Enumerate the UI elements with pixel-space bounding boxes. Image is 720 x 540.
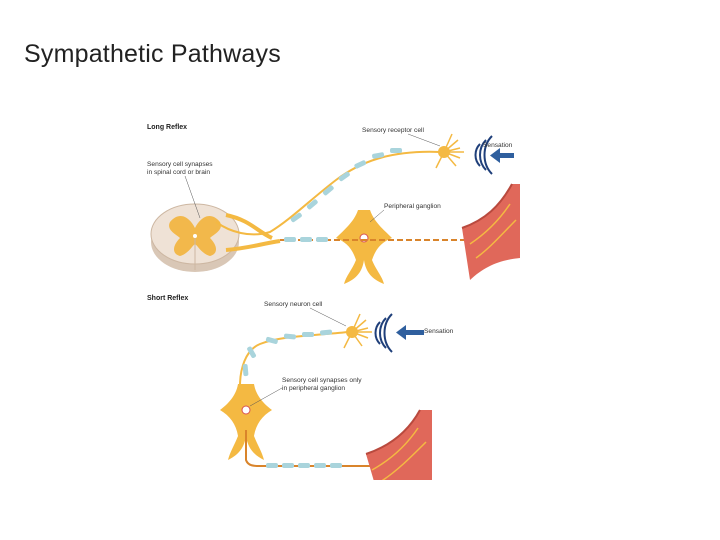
label-peripheral-ganglion: Peripheral ganglion — [384, 203, 441, 210]
label-synapses-line2: in spinal cord or brain — [147, 169, 210, 176]
short-reflex-heading: Short Reflex — [147, 295, 188, 302]
short-sensation-arrow-icon — [404, 330, 424, 335]
long-sensation-stimulus — [474, 135, 514, 175]
short-efferent-axon — [245, 430, 372, 468]
long-target-tissue — [461, 183, 520, 280]
long-reflex-heading: Long Reflex — [147, 124, 187, 131]
long-sensory-receptor-cell — [435, 133, 464, 169]
short-sensory-axon — [239, 329, 349, 387]
label-synapses-line1: Sensory cell synapses — [147, 161, 213, 168]
label-short-synapses-line1: Sensory cell synapses only — [282, 377, 362, 384]
slide-title: Sympathetic Pathways — [24, 40, 281, 68]
short-reflex-panel: Short Reflex — [147, 295, 454, 480]
short-target-tissue — [365, 409, 432, 480]
long-reflex-panel: Long Reflex — [147, 124, 520, 284]
short-sensory-neuron-cell — [343, 313, 372, 349]
label-long-sensation: Sensation — [483, 142, 513, 149]
label-sensory-neuron-cell: Sensory neuron cell — [264, 301, 323, 308]
long-sensory-axon — [215, 148, 441, 236]
label-sensory-receptor-cell: Sensory receptor cell — [362, 127, 424, 134]
long-efferent-axon — [280, 237, 470, 242]
short-sensation-stimulus — [374, 313, 424, 353]
reflex-diagram: Long Reflex — [140, 110, 520, 480]
long-sensation-arrow-icon — [496, 153, 514, 158]
label-short-synapses-line2: in peripheral ganglion — [282, 385, 345, 392]
label-short-sensation: Sensation — [424, 328, 454, 335]
long-peripheral-ganglion — [336, 210, 392, 284]
spinal-cord-section — [150, 203, 240, 272]
short-peripheral-ganglion — [220, 384, 272, 460]
